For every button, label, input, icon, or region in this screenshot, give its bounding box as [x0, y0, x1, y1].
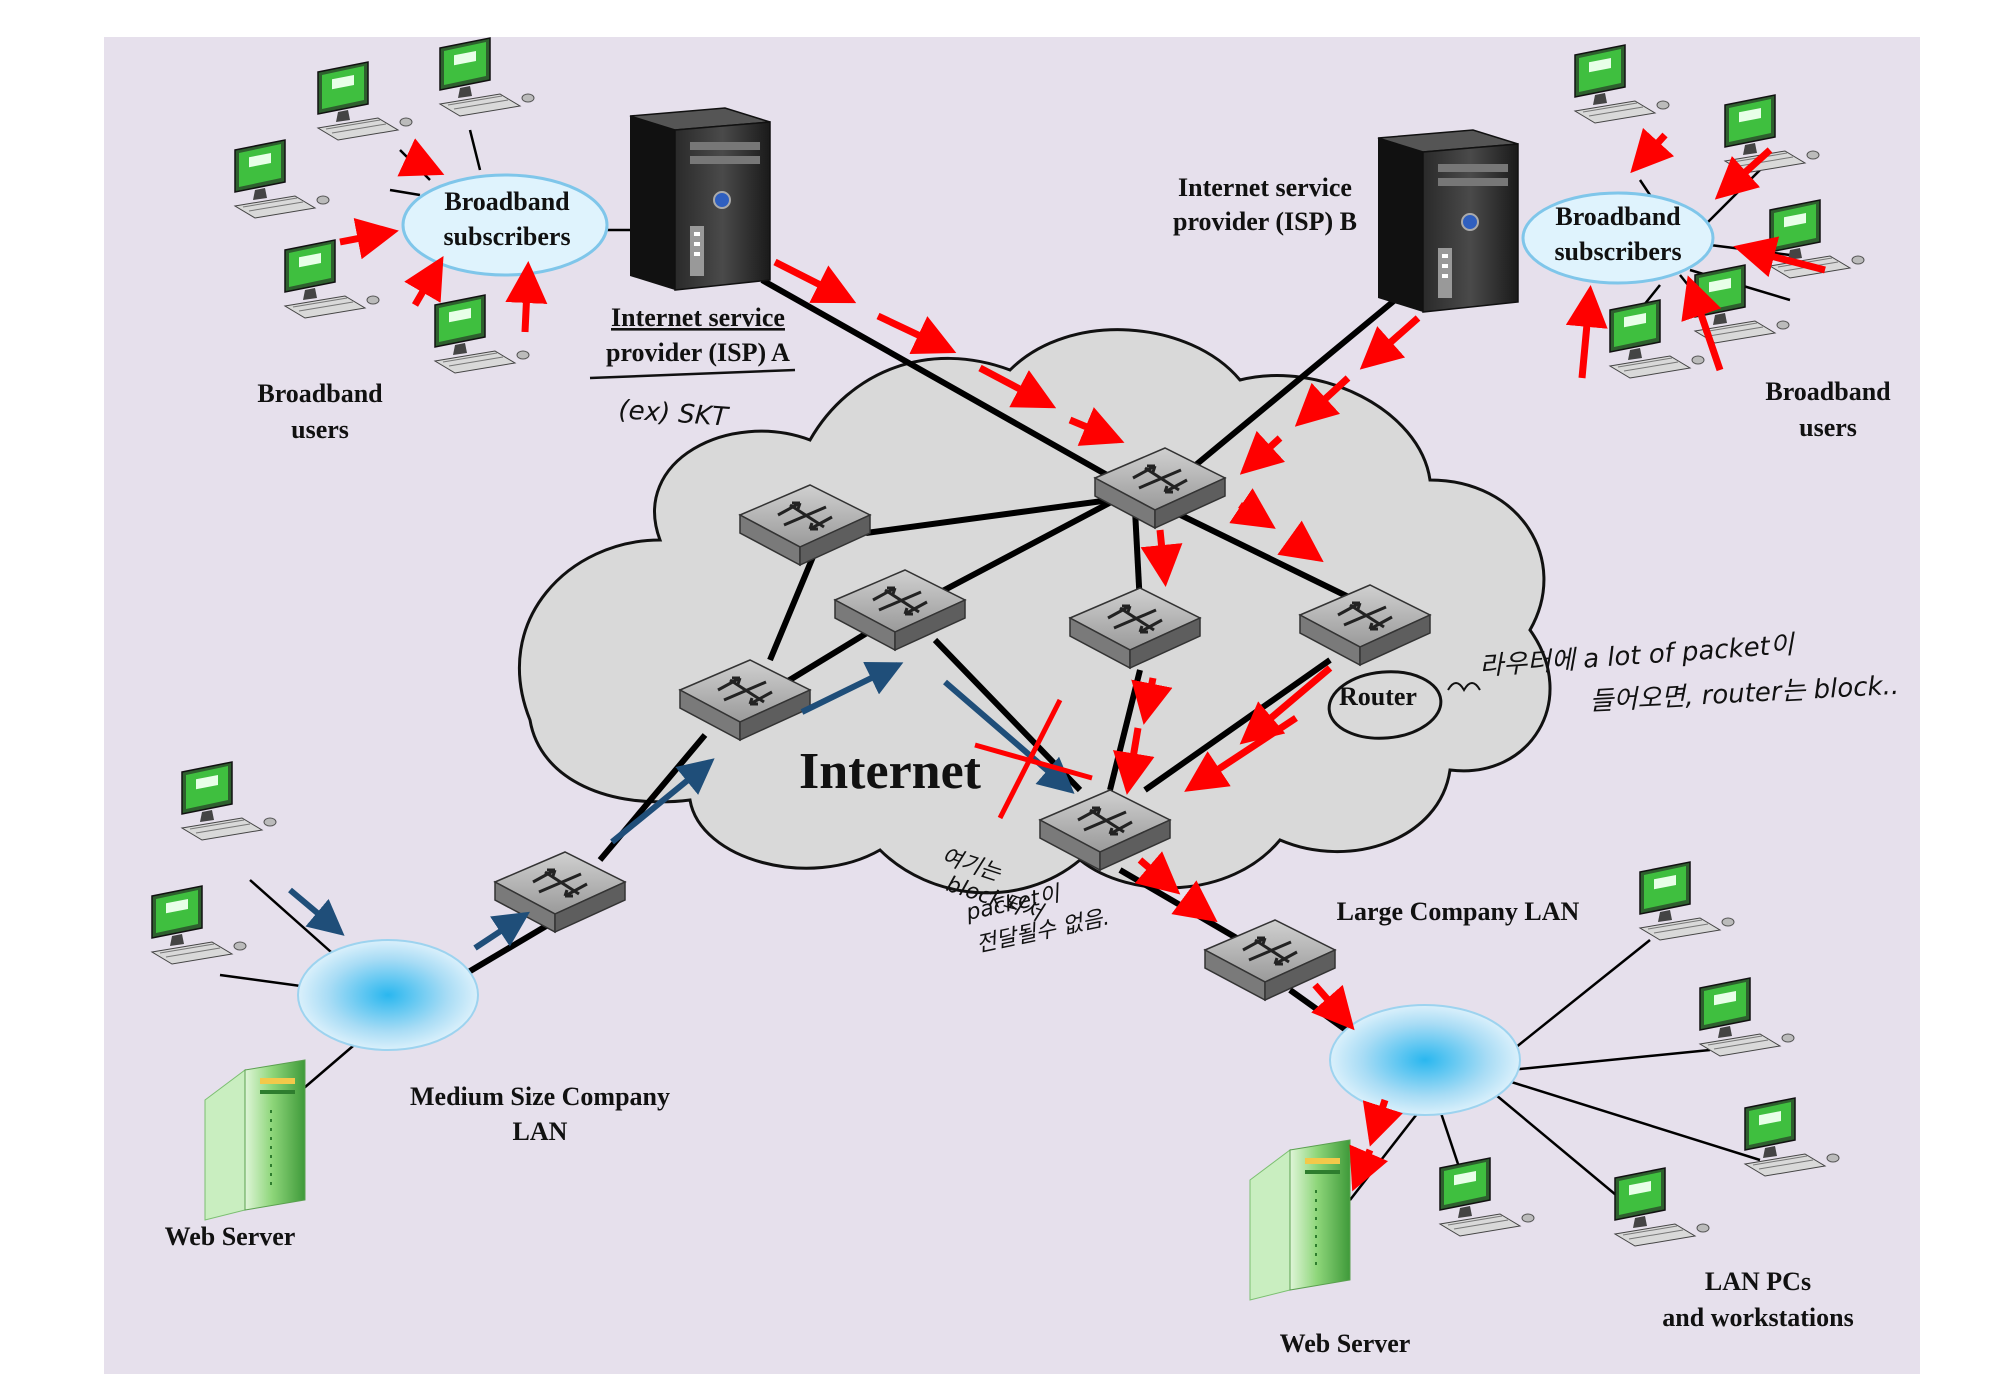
broadband-users-a-label: Broadband users [257, 379, 383, 444]
svg-text:Broadband: Broadband [444, 187, 570, 216]
isp-b-label: Internet service provider (ISP) B [1173, 173, 1357, 236]
internet-label: Internet [799, 743, 982, 800]
svg-text:and workstations: and workstations [1662, 1303, 1853, 1332]
attack-arrows [339, 127, 1826, 1192]
svg-text:subscribers: subscribers [443, 222, 570, 251]
medium-lan-cloud [297, 939, 479, 1051]
broadband-cloud-a-label: Broadband subscribers [443, 187, 570, 251]
svg-text:LAN: LAN [513, 1117, 568, 1146]
svg-text:Medium Size Company: Medium Size Company [410, 1082, 670, 1111]
broadband-cloud-a [401, 173, 609, 277]
svg-text:provider (ISP) A: provider (ISP) A [606, 338, 790, 367]
svg-text:LAN PCs: LAN PCs [1705, 1267, 1811, 1296]
router-label: Router [1339, 682, 1417, 711]
large-lan-label: Large Company LAN [1337, 897, 1580, 926]
svg-text:Broadband: Broadband [1765, 377, 1891, 406]
web-server-right-label: Web Server [1280, 1329, 1411, 1358]
web-server-left-label: Web Server [165, 1222, 296, 1251]
svg-text:Broadband: Broadband [1555, 202, 1681, 231]
svg-text:provider (ISP) B: provider (ISP) B [1173, 207, 1357, 236]
router-note-squiggle [1447, 682, 1481, 693]
blocked-x-mark [974, 698, 1093, 820]
internet-cloud [517, 328, 1552, 895]
medium-lan-label: Medium Size Company LAN [410, 1082, 670, 1146]
broadband-cloud-b-label: Broadband subscribers [1554, 202, 1681, 266]
svg-text:Internet service: Internet service [1178, 173, 1352, 202]
isp-a-label: Internet service provider (ISP) A [606, 303, 790, 367]
svg-text:users: users [1799, 413, 1857, 442]
broadband-users-b-label: Broadband users [1765, 377, 1891, 442]
router-circle-annotation [1327, 670, 1443, 740]
svg-text:subscribers: subscribers [1554, 237, 1681, 266]
svg-text:Broadband: Broadband [257, 379, 383, 408]
large-lan-cloud [1329, 1004, 1521, 1116]
isp-b-server [1377, 129, 1519, 313]
svg-text:users: users [291, 415, 349, 444]
normal-traffic-arrows [288, 662, 1075, 951]
svg-text:Internet service: Internet service [611, 303, 785, 332]
broadband-cloud-b [1521, 191, 1715, 285]
isp-a-server [629, 107, 771, 291]
isp-a-underline [589, 368, 796, 380]
lan-pcs-label: LAN PCs and workstations [1662, 1267, 1853, 1332]
